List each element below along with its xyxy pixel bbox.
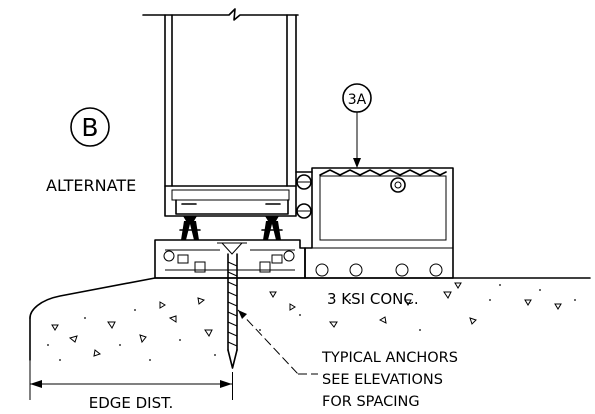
callout-3a: 3A — [342, 83, 372, 168]
anchor-leader — [237, 309, 318, 375]
detail-tag-letter: B — [81, 113, 98, 142]
edge-distance-dimension — [29, 360, 233, 400]
detail-tag: B — [70, 107, 110, 147]
roller-stack — [296, 174, 312, 219]
gasket-left — [179, 216, 201, 240]
adjacent-tube-section — [304, 167, 454, 279]
detail-tag-circle — [70, 107, 110, 147]
anchor-note-line-3: FOR SPACING — [322, 394, 420, 410]
sill-base-extrusion — [154, 239, 306, 279]
detail-subtitle: ALTERNATE — [46, 176, 136, 195]
screw-boss-right — [283, 250, 295, 262]
concrete-slab — [29, 277, 591, 361]
tube-crenellation — [319, 169, 447, 176]
gasket-right — [261, 216, 283, 240]
anchor-bolt — [217, 242, 247, 369]
frame-bottom-extrusion — [164, 185, 297, 217]
break-line — [142, 8, 299, 21]
concrete-label: 3 KSI CONC. — [327, 290, 419, 308]
edge-dimension-label: EDGE DIST. — [89, 394, 174, 412]
anchor-note-line-2: SEE ELEVATIONS — [322, 372, 443, 388]
screw-boss-left — [163, 250, 175, 262]
vertical-mullion — [142, 8, 313, 187]
anchor-note-line-1: TYPICAL ANCHORS — [321, 350, 458, 366]
callout-label: 3A — [348, 92, 367, 108]
tube-screw-boss — [390, 177, 406, 193]
